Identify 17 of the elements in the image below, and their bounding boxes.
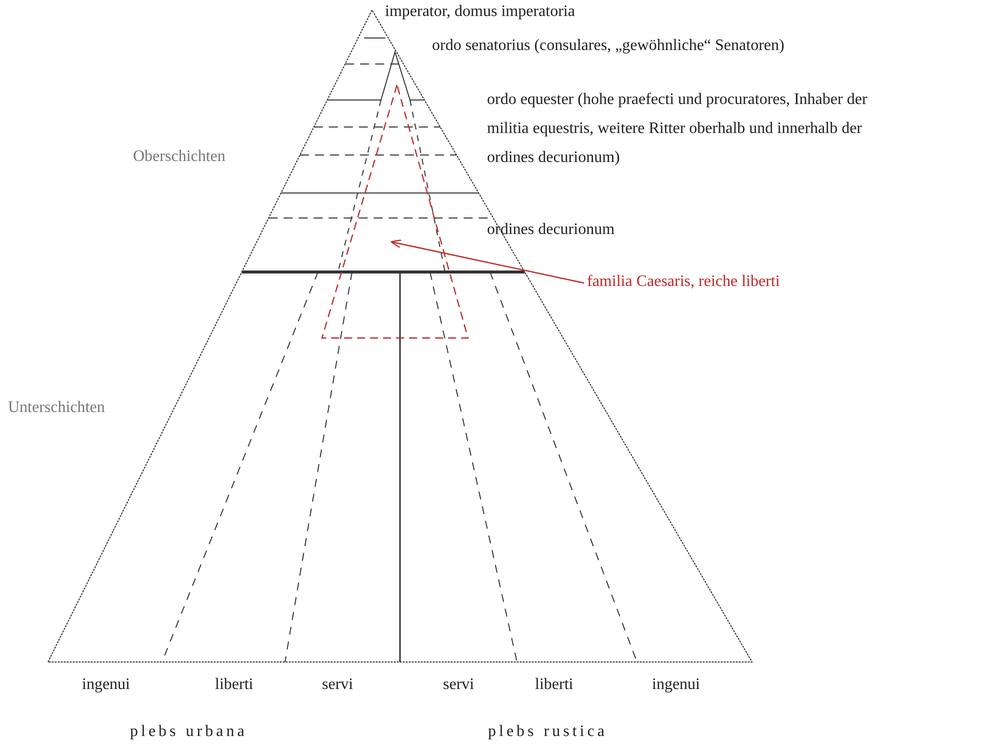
stratum-label: ordines decurionum bbox=[487, 220, 615, 240]
class-label: Unterschichten bbox=[8, 398, 105, 418]
group-label: liberti bbox=[215, 675, 254, 695]
group-label: servi bbox=[322, 675, 354, 695]
arrow bbox=[390, 239, 584, 284]
plebs-label: plebs rustica bbox=[488, 722, 608, 742]
group-label: ingenui bbox=[82, 675, 130, 695]
dashed-triangle bbox=[321, 82, 469, 339]
stratum-label: imperator, domus imperatoria bbox=[385, 2, 575, 22]
group-label: servi bbox=[443, 675, 474, 695]
plebs-label: plebs urbana bbox=[130, 722, 248, 742]
group-label: liberti bbox=[535, 675, 574, 695]
stratum-label: ordo equester (hohe praefecti und procuratores, Inhaber der militia equestris, weitere Ritter oberhalb und innerhalb der ordines decurionum) bbox=[487, 90, 868, 168]
group-label: ingenui bbox=[652, 675, 700, 695]
stratum-label: ordo senatorius (consulares, „gewöhnliche“ Senatoren) bbox=[432, 36, 784, 56]
annotation-text: familia Caesaris, reiche liberti bbox=[587, 272, 780, 292]
class-label: Oberschichten bbox=[133, 147, 226, 167]
